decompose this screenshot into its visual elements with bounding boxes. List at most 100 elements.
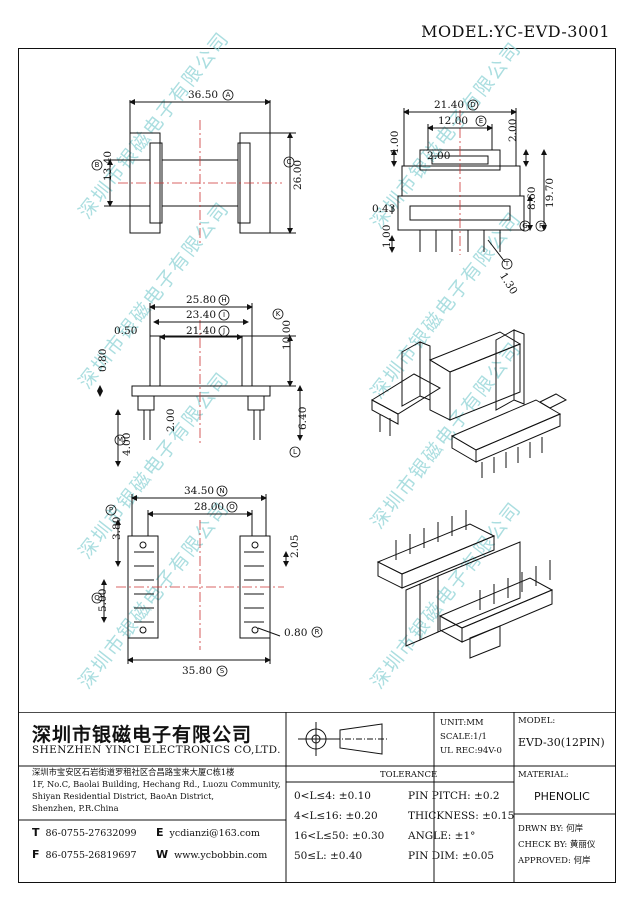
- ref-S: S: [216, 665, 228, 677]
- dim-side-t2: 0.80: [97, 349, 109, 372]
- svg-text:L: L: [293, 448, 297, 456]
- tol-2: 4<L≤16: ±0.20: [294, 810, 378, 822]
- svg-text:P: P: [109, 506, 113, 514]
- svg-text:Q: Q: [94, 594, 100, 602]
- dim-side-h4: 6.40: [297, 407, 309, 430]
- address-cn: 深圳市宝安区石岩街道罗租社区合昌路宝来大厦C栋1楼: [32, 767, 235, 777]
- web-value: www.ycbobbin.com: [174, 850, 268, 861]
- address-en-1: 1F, No.C, Baolai Building, Hechang Rd., …: [32, 779, 281, 789]
- fax-value: 86-0755-26819697: [45, 850, 137, 861]
- dim-bottom-w1: 34.50: [184, 485, 214, 497]
- model-title: MODEL:YC-EVD-3001: [421, 22, 610, 41]
- side-view: [97, 303, 303, 467]
- ref-A: A: [222, 89, 234, 101]
- ref-J: J: [218, 325, 230, 337]
- approved-by: APPROVED: 何岸: [518, 856, 591, 866]
- title-block: 深圳市银磁电子有限公司 SHENZHEN YINCI ELECTRONICS C…: [18, 712, 616, 883]
- ref-G: G: [519, 220, 531, 232]
- svg-text:A: A: [226, 91, 231, 99]
- svg-text:R: R: [315, 628, 320, 636]
- svg-text:G: G: [522, 222, 527, 230]
- angle: ANGLE: ±1°: [408, 830, 476, 842]
- svg-text:M: M: [117, 436, 123, 444]
- dim-side-w3: 21.40: [186, 325, 216, 337]
- svg-text:S: S: [220, 667, 225, 675]
- ref-T: T: [501, 258, 513, 270]
- material-label: MATERIAL:: [518, 770, 569, 780]
- svg-text:E: E: [479, 117, 483, 125]
- ref-F: F: [535, 220, 547, 232]
- dim-side-w1: 25.80: [186, 294, 216, 306]
- dim-bottom-w2: 28.00: [194, 501, 224, 513]
- ref-P: P: [105, 504, 117, 516]
- dim-front-h2: 19.70: [544, 178, 556, 208]
- svg-text:O: O: [229, 503, 235, 511]
- svg-text:C: C: [287, 158, 292, 166]
- svg-text:F: F: [539, 222, 543, 230]
- check-by: CHECK BY: 黄丽仪: [518, 840, 596, 850]
- address-en-3: Shenzhen, P.R.China: [32, 803, 119, 813]
- projection-symbol: [298, 722, 388, 756]
- company-address: 深圳市宝安区石岩街道罗租社区合昌路宝来大厦C栋1楼 1F, No.C, Baol…: [32, 766, 282, 814]
- dim-front-t2: 1.00: [389, 131, 401, 154]
- tol-3: 16<L≤50: ±0.30: [294, 830, 385, 842]
- dim-bottom-p3: 2.05: [289, 535, 301, 558]
- dim-bottom-p1: 3.80: [111, 517, 123, 540]
- email-value: ycdianzi@163.com: [169, 828, 260, 839]
- svg-text:T: T: [504, 260, 510, 268]
- material-value: PHENOLIC: [534, 790, 590, 803]
- tol-4: 50≤L: ±0.40: [294, 850, 363, 862]
- dim-bottom-w3: 35.80: [182, 665, 212, 677]
- isometric-view-top: [371, 329, 568, 478]
- pin-dim: PIN DIM: ±0.05: [408, 850, 495, 862]
- watermarks: 深圳市银磁电子有限公司 深圳市银磁电子有限公司 深圳市银磁电子有限公司 深圳市银…: [75, 27, 527, 693]
- company-name-cn: 深圳市银磁电子有限公司: [32, 724, 253, 746]
- dim-side-h1: 10.00: [281, 320, 293, 350]
- svg-text:B: B: [95, 161, 100, 169]
- dim-front-w1: 21.40: [434, 99, 464, 111]
- dim-front-t1: 2.00: [427, 150, 450, 162]
- watermark: 深圳市银磁电子有限公司: [367, 497, 527, 693]
- dim-top-height-right: 26.00: [292, 160, 304, 190]
- dim-front-pin: 1.30: [497, 271, 520, 297]
- dim-front-t4: 0.43: [372, 203, 395, 215]
- ref-K: K: [272, 308, 284, 320]
- tolerance-label: TOLERANCE: [380, 770, 438, 780]
- ref-M: M: [114, 434, 126, 446]
- pin-pitch: PIN PITCH: ±0.2: [408, 790, 500, 802]
- svg-text:K: K: [276, 310, 281, 318]
- bottom-view: [101, 494, 289, 664]
- dim-side-h2: 2.00: [165, 409, 177, 432]
- dim-side-w2: 23.40: [186, 309, 216, 321]
- dim-front-t5: 1.00: [381, 225, 393, 248]
- address-en-2: Shiyan Residential District, BaoAn Distr…: [32, 791, 215, 801]
- drawing-frame: [18, 48, 616, 883]
- ref-O: O: [226, 501, 238, 513]
- dim-top-height-left: 13.40: [102, 151, 114, 181]
- ref-Q: Q: [91, 592, 103, 604]
- dim-front-h1: 8.60: [526, 187, 538, 210]
- ref-R: R: [311, 626, 323, 638]
- scale: SCALE:1/1: [440, 732, 487, 742]
- title-block-grid: [18, 712, 616, 883]
- web-label: W: [156, 848, 169, 861]
- ul-rec: UL REC:94V-0: [440, 746, 502, 756]
- dim-side-h3: 4.00: [121, 433, 133, 456]
- model-value: EVD-30(12PIN): [518, 736, 605, 749]
- ref-C: C: [283, 156, 295, 168]
- ref-L: L: [289, 446, 301, 458]
- tel-label: T: [32, 826, 40, 839]
- ref-I: I: [218, 309, 230, 321]
- email-label: E: [156, 826, 164, 839]
- tol-1: 0<L≤4: ±0.10: [294, 790, 371, 802]
- svg-text:I: I: [223, 311, 225, 319]
- model-label: MODEL:: [518, 716, 556, 726]
- tel-line: T 86-0755-27632099: [32, 826, 137, 839]
- tel-value: 86-0755-27632099: [45, 828, 137, 839]
- ref-H: H: [218, 294, 230, 306]
- dim-bottom-hole: 0.80: [284, 627, 307, 639]
